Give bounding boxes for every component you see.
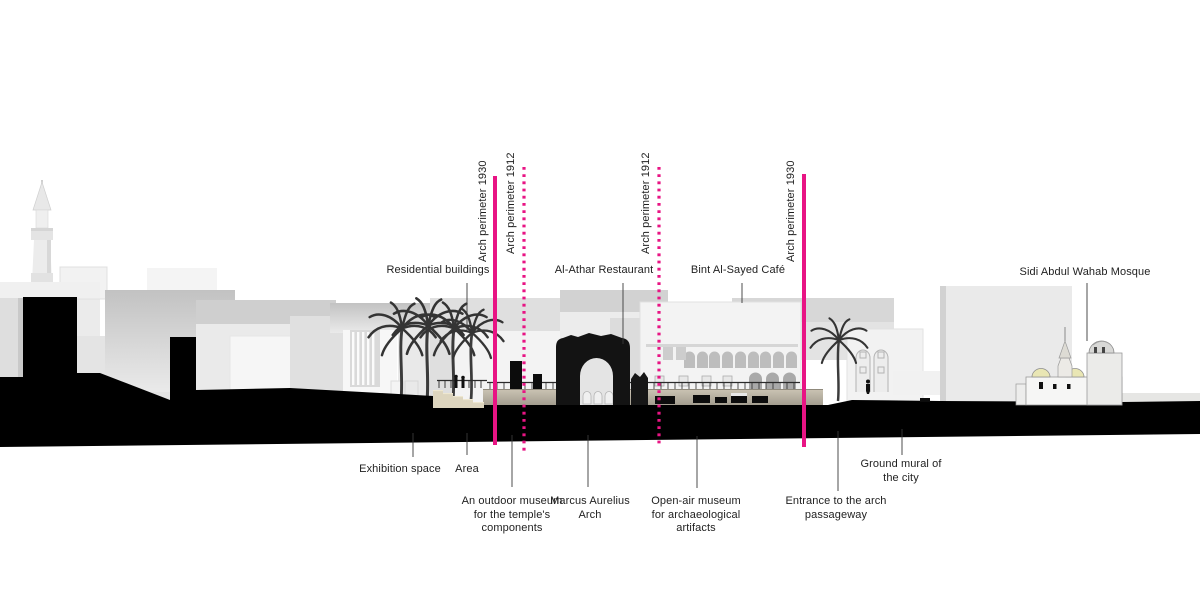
- site-label-line: Marcus Aurelius: [550, 495, 630, 507]
- perimeter-label-1930-west: Arch perimeter 1930: [477, 160, 489, 262]
- artifact-silhouettes: [510, 361, 930, 404]
- site-label-line: Open-air museum: [651, 495, 741, 507]
- site-label-line: Area: [455, 463, 479, 475]
- site-label-line: for the temple's: [473, 508, 551, 521]
- cafe-arcade-building: [639, 301, 802, 405]
- figure-silhouettes: [454, 374, 870, 394]
- site-label-line: passageway: [804, 508, 868, 521]
- site-label-line: Entrance to the arch: [785, 495, 887, 507]
- ruin-fragment: [631, 372, 648, 405]
- site-label-line: for archaeological: [651, 508, 741, 521]
- leader-lines: [412, 283, 1088, 491]
- building-label-residential-buildings: Residential buildings: [386, 264, 490, 276]
- site-label-open-air-museum: Open-air museum for archaeological artif…: [651, 495, 741, 536]
- site-label-exhibition-space: Exhibition space: [359, 463, 441, 477]
- mosque: [1015, 327, 1123, 406]
- site-label-line: artifacts: [676, 522, 716, 534]
- artifact-highlight: [731, 393, 747, 396]
- mosque-minaret: [1057, 327, 1073, 378]
- perimeter-label-1912-east: Arch perimeter 1912: [640, 152, 652, 254]
- building-label-bint-al-sayed-cafe: Bint Al-Sayed Café: [690, 264, 786, 276]
- site-label-outdoor-museum-temple: An outdoor museum for the temple's compo…: [462, 495, 563, 536]
- perimeter-label-1930-east: Arch perimeter 1930: [785, 160, 797, 262]
- site-label-line: Ground mural of: [860, 458, 942, 470]
- marcus-aurelius-arch-silhouette: [556, 333, 630, 405]
- site-label-line: the city: [883, 471, 919, 484]
- site-label-line: Exhibition space: [359, 463, 441, 475]
- site-label-line: An outdoor museum: [461, 495, 563, 507]
- plaza: [483, 389, 823, 405]
- site-label-ground-mural: Ground mural of the city: [861, 458, 942, 485]
- left-minaret: [0, 180, 100, 382]
- perimeter-lines: [493, 167, 806, 455]
- site-label-entrance-arch-passageway: Entrance to the arch passageway: [785, 495, 886, 522]
- perimeter-label-1912-west: Arch perimeter 1912: [505, 152, 517, 254]
- site-label-marcus-aurelius-arch: Marcus Aurelius Arch: [550, 495, 630, 522]
- mosque-dome-small: [1031, 368, 1051, 378]
- building-label-sidi-abdul-wahab-mosque: Sidi Abdul Wahab Mosque: [1019, 266, 1151, 278]
- site-label-line: components: [481, 522, 543, 534]
- site-label-area: Area: [455, 463, 479, 477]
- grand-steps: [433, 390, 484, 408]
- building-label-al-athar-restaurant: Al-Athar Restaurant: [554, 264, 654, 276]
- mosque-main-dome: [1086, 340, 1123, 406]
- site-label-line: Arch: [578, 508, 602, 521]
- ground-section-cut: [0, 297, 1200, 447]
